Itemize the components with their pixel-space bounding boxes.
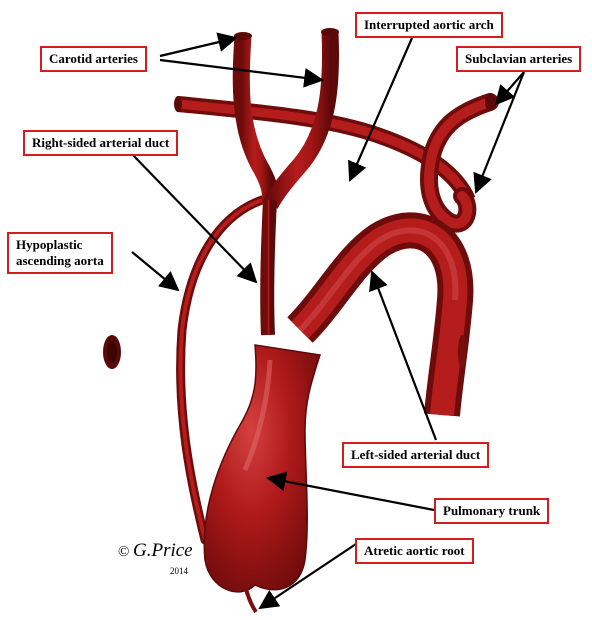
label-pulmonary-trunk: Pulmonary trunk	[434, 498, 549, 524]
label-hypoplastic-line1: Hypoplastic	[16, 237, 82, 252]
label-atretic-aortic-root: Atretic aortic root	[355, 538, 474, 564]
label-hypoplastic-ascending-aorta: Hypoplastic ascending aorta	[7, 232, 113, 274]
credit-year: 2014	[170, 566, 188, 576]
left-sided-arterial-duct-vessel	[300, 230, 455, 415]
label-interrupted-aortic-arch: Interrupted aortic arch	[355, 12, 503, 38]
copyright-symbol: ©	[118, 544, 129, 561]
label-subclavian-arteries: Subclavian arteries	[456, 46, 581, 72]
pulmonary-trunk-body	[204, 345, 320, 592]
label-carotid-arteries: Carotid arteries	[40, 46, 147, 72]
label-hypoplastic-line2: ascending aorta	[16, 253, 104, 268]
label-right-sided-arterial-duct: Right-sided arterial duct	[23, 130, 178, 156]
label-left-sided-arterial-duct: Left-sided arterial duct	[342, 442, 489, 468]
artist-signature: G.Price	[133, 540, 193, 562]
